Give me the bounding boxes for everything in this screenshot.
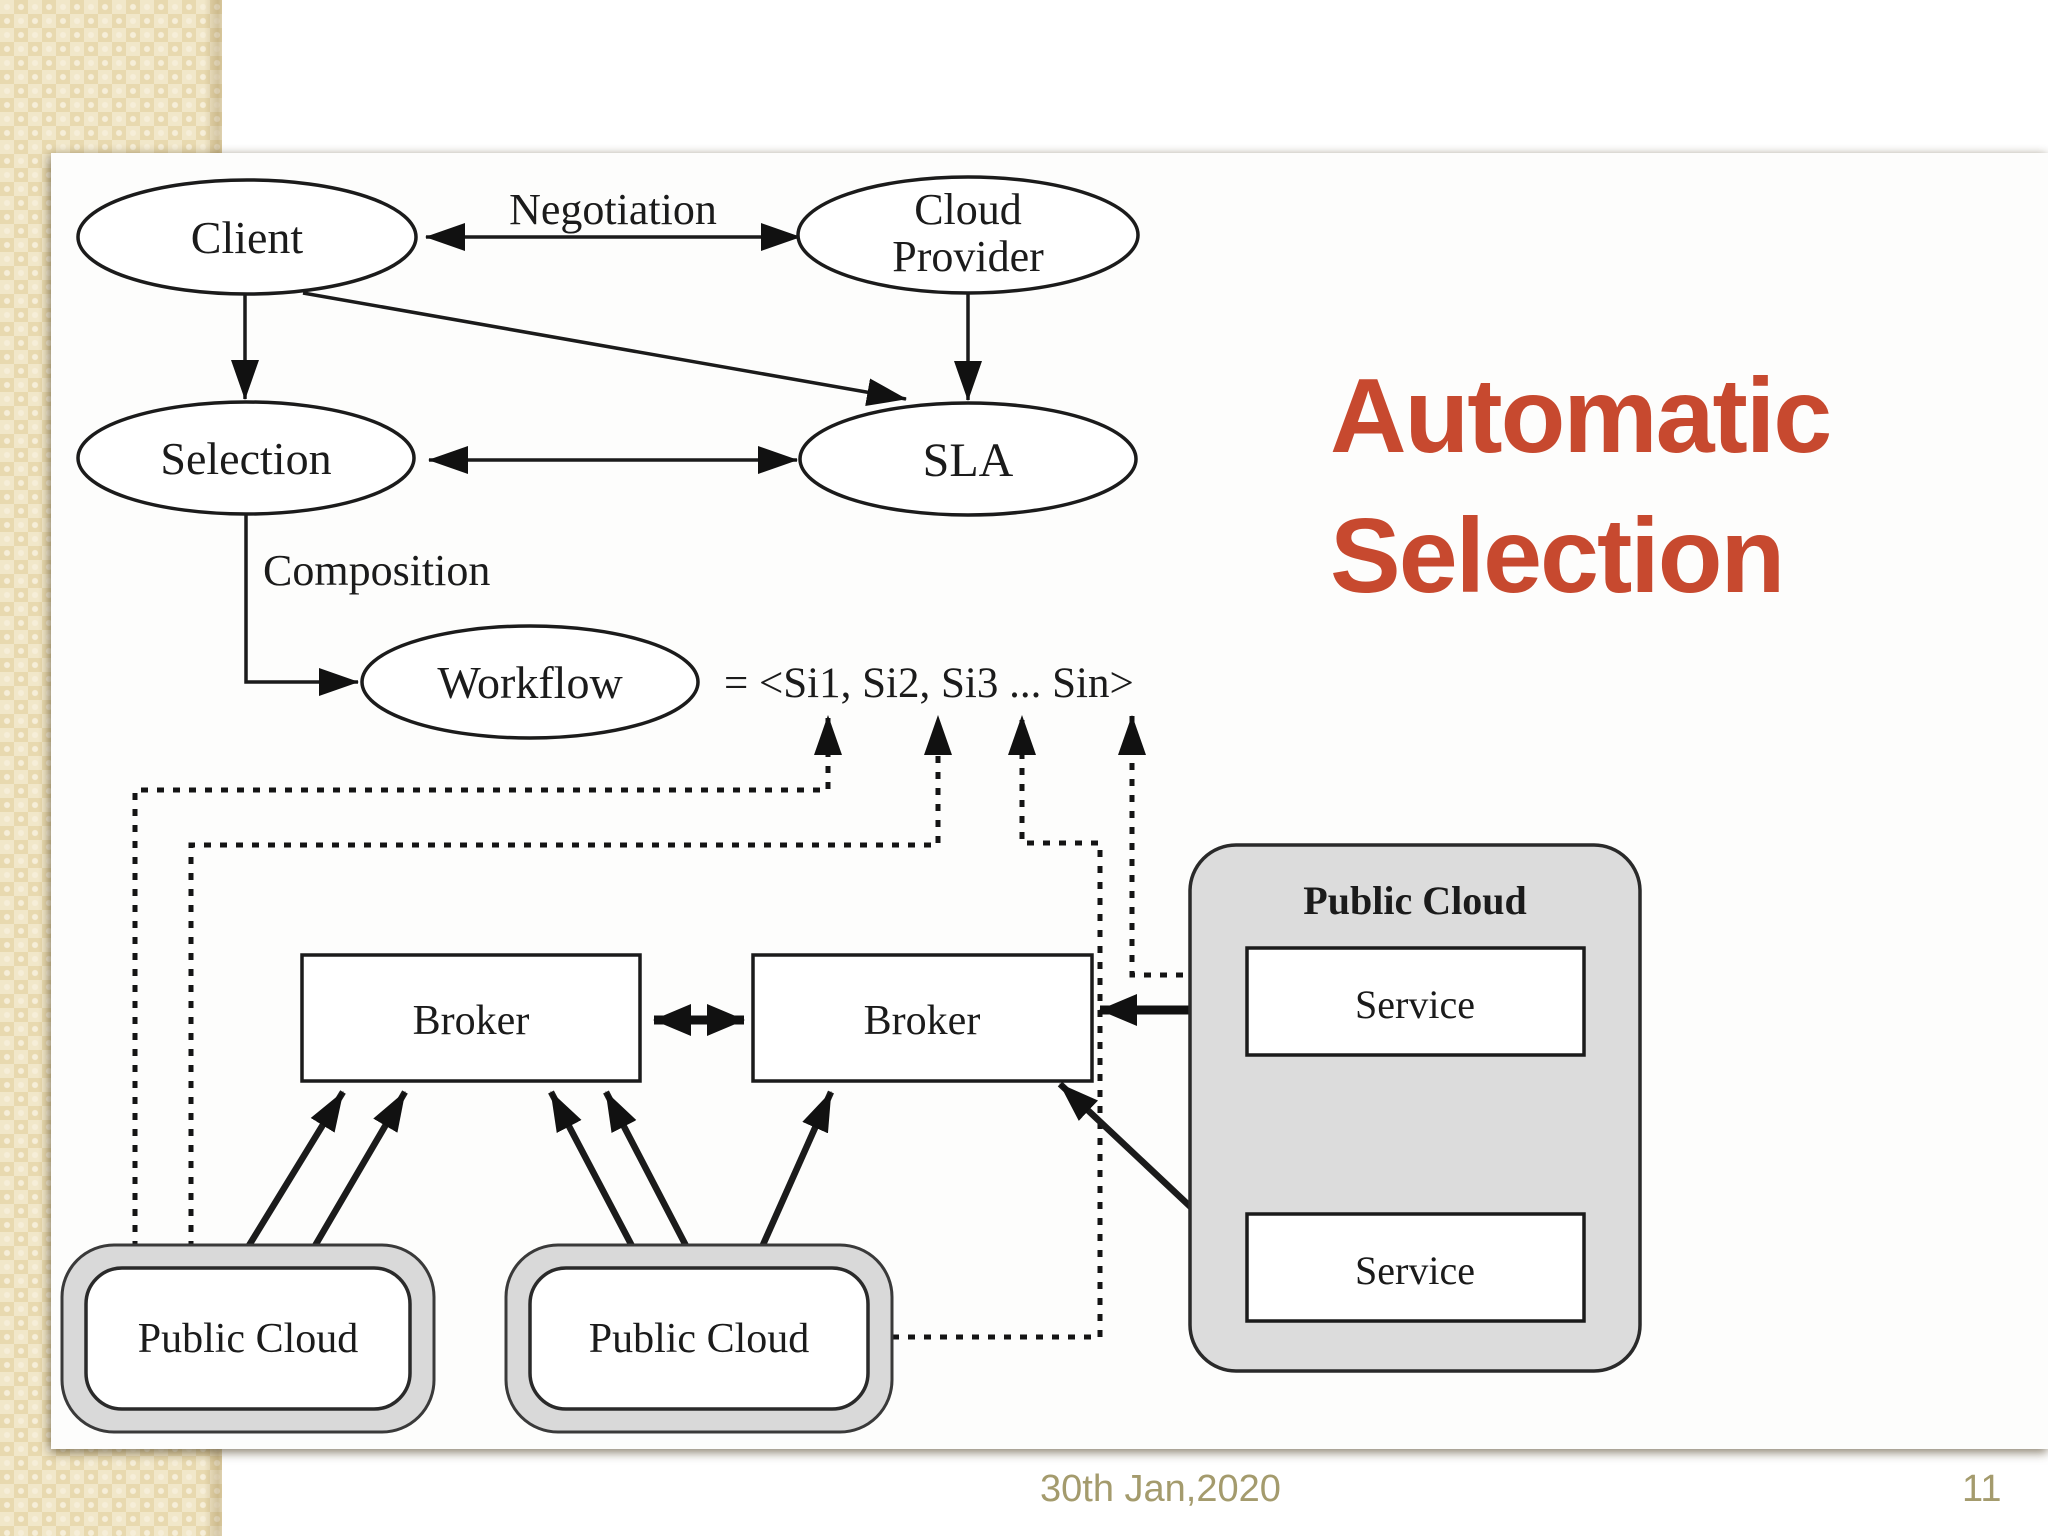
edge-pcleft-broker-2 [299,1090,408,1270]
dashed-route-public-cloud-left-1 [132,715,842,1248]
edge-pcmid-broker2 [751,1090,834,1267]
edge-composition [244,514,359,696]
box-broker-left [300,953,642,1083]
box-public-cloud-middle-label: Public Cloud [589,1316,810,1362]
box-service-top [1245,946,1586,1057]
node-workflow [360,624,700,740]
page-number: 11 [1962,1468,2002,1510]
slide-title-line2: Selection [1330,497,1785,615]
edge-pcmid-broker1-b [603,1090,699,1267]
box-public-cloud-left-label: Public Cloud [138,1316,359,1362]
label-negotiation: Negotiation [509,185,717,234]
slide-title: Automatic Selection [1330,346,1890,626]
node-selection-label: Selection [160,433,331,484]
box-service-bottom-label: Service [1355,1248,1475,1293]
container-public-cloud-label: Public Cloud [1303,878,1526,923]
node-selection [76,400,416,516]
diagram-panel [51,153,2048,1449]
node-client [76,178,418,296]
node-workflow-label: Workflow [437,657,623,708]
edge-client-sla [302,291,907,407]
label-composition: Composition [263,546,490,595]
edge-pcmid-broker1-a [548,1090,645,1267]
box-broker-left-label: Broker [413,998,530,1044]
node-sla [798,401,1138,517]
box-broker-right-label: Broker [864,998,981,1044]
edge-pcleft-broker-1 [242,1090,346,1254]
box-public-cloud-middle-inner [528,1266,870,1411]
node-cloud-provider-label-1: Cloud [914,185,1022,234]
box-broker-right [751,953,1094,1083]
box-service-top-label: Service [1355,982,1475,1027]
dashed-route-public-cloud-middle [892,715,1103,1340]
slide-title-line1: Automatic [1330,357,1832,475]
label-workflow-expression: = <Si1, Si2, Si3 ... Sin> [724,660,1134,707]
node-sla-label: SLA [923,434,1014,487]
box-public-cloud-left-inner [84,1266,412,1411]
node-cloud-provider-label-2: Provider [892,232,1044,281]
node-cloud-provider [796,175,1140,295]
box-service-bottom [1245,1212,1586,1323]
node-client-label: Client [191,212,304,263]
footer-date: 30th Jan,2020 [1040,1468,1281,1510]
